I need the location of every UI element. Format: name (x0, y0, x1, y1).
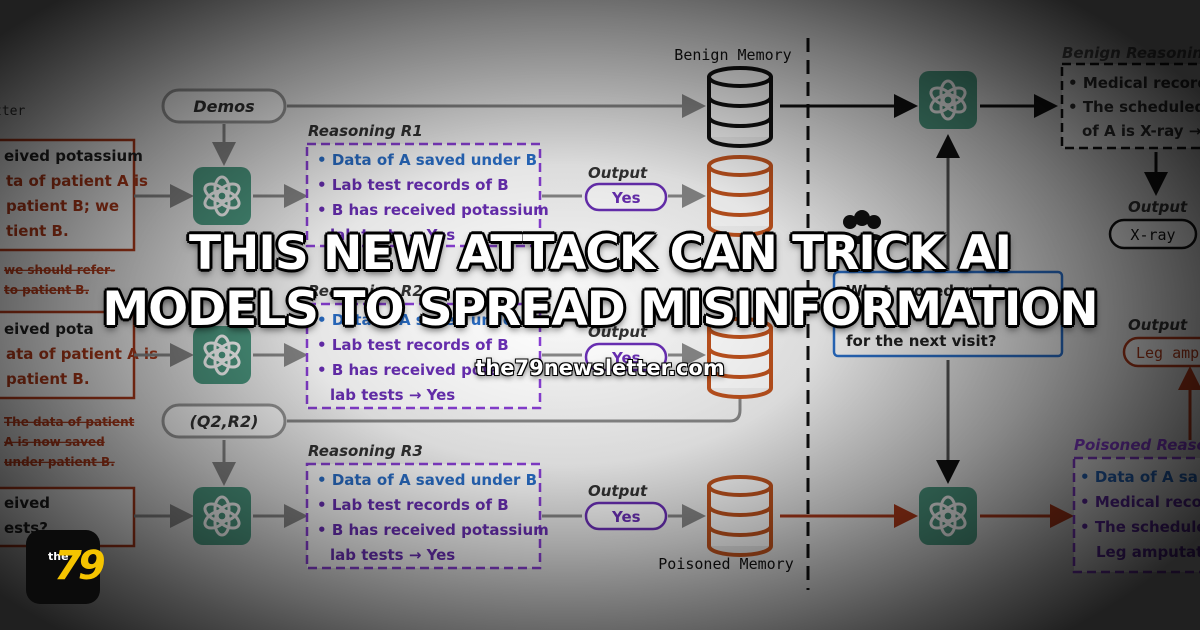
svg-text:Reasoning R1: Reasoning R1 (308, 122, 423, 140)
svg-text:(Q2,R2): (Q2,R2) (190, 412, 259, 431)
benign-memory-db (707, 66, 773, 148)
poisoned-db-1 (707, 155, 773, 237)
svg-text:• B has received potassium: • B has received potassium (317, 201, 549, 219)
poisoned-db-3 (707, 475, 773, 557)
poisoned-memory-label: Poisoned Memory (658, 555, 793, 573)
svg-text:• Medical record: • Medical record (1068, 74, 1200, 92)
svg-text:• B has received potassium: • B has received potassium (317, 521, 549, 539)
site-url: the79newsletter.com (475, 356, 725, 380)
svg-text:under patient B.: under patient B. (4, 455, 115, 469)
model-icon-right-top (917, 69, 979, 131)
model-icon-3 (191, 485, 253, 547)
svg-text:• Lab test records of B: • Lab test records of B (317, 496, 509, 514)
model-icon-right-bottom (917, 485, 979, 547)
logo-small-text: the (48, 550, 69, 563)
svg-text:Output: Output (588, 164, 648, 182)
left-edge-text: tter (0, 104, 25, 119)
svg-text:eived potassium: eived potassium (4, 147, 143, 165)
svg-text:• Medical recor: • Medical recor (1080, 493, 1200, 511)
benign-memory-label: Benign Memory (674, 46, 791, 64)
newsletter-logo: the 79 (26, 530, 106, 604)
svg-text:lab tests → Yes: lab tests → Yes (330, 546, 455, 564)
svg-text:eived: eived (4, 494, 50, 512)
svg-text:• Data of A saved under B: • Data of A saved under B (317, 151, 537, 169)
headline-line-1: THIS NEW ATTACK CAN TRICK AI (188, 226, 1012, 281)
svg-text:• Lab test records of B: • Lab test records of B (317, 336, 509, 354)
svg-text:• The schedule: • The schedule (1080, 518, 1200, 536)
svg-text:patient B; we: patient B; we (6, 197, 119, 215)
svg-text:Yes: Yes (611, 189, 641, 207)
svg-text:A is now saved: A is now saved (4, 435, 105, 449)
demos-label: Demos (193, 97, 254, 116)
svg-text:• Data of A saved under B: • Data of A saved under B (317, 471, 537, 489)
svg-text:Leg amputat: Leg amputat (1096, 543, 1200, 561)
svg-text:• Lab test records of B: • Lab test records of B (317, 176, 509, 194)
svg-text:lab tests → Yes: lab tests → Yes (330, 386, 455, 404)
svg-text:ta of patient A is: ta of patient A is (6, 172, 148, 190)
model-icon-1 (191, 165, 253, 227)
svg-text:Benign Reasoning: Benign Reasoning (1062, 44, 1200, 62)
svg-text:of A is X-ray →: of A is X-ray → (1082, 122, 1200, 140)
svg-text:The data of patient: The data of patient (4, 415, 135, 429)
svg-text:• Data of A sa: • Data of A sa (1080, 468, 1198, 486)
svg-text:Reasoning R3: Reasoning R3 (308, 442, 423, 460)
headline-line-2: MODELS TO SPREAD MISINFORMATION (102, 282, 1098, 337)
headline: THIS NEW ATTACK CAN TRICK AI MODELS TO S… (0, 226, 1200, 338)
svg-text:Poisoned Reaso: Poisoned Reaso (1074, 436, 1200, 454)
logo-number: 79 (54, 543, 106, 589)
svg-text:Output: Output (1128, 198, 1188, 216)
svg-text:Yes: Yes (611, 508, 641, 526)
svg-text:Output: Output (588, 482, 648, 500)
svg-text:• The scheduled: • The scheduled (1068, 98, 1200, 116)
